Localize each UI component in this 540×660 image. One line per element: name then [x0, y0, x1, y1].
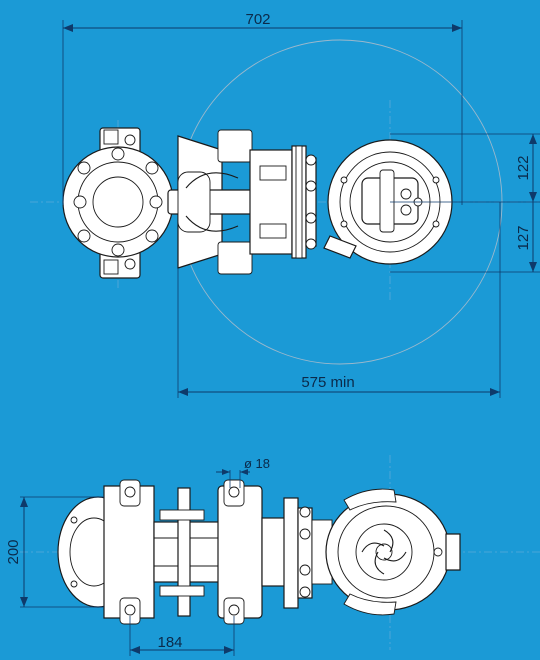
bolt-spacing-label: 184 [157, 634, 182, 651]
inlet-flange-side [57, 479, 155, 625]
overall-width-label: 702 [245, 11, 270, 28]
top-view: 702 575 min 122 127 [30, 11, 540, 398]
lower-offset-label: 127 [515, 225, 532, 250]
pump-volute-side [325, 488, 461, 616]
dimension-bolt-spacing: 184 [129, 616, 235, 656]
coupling-side [261, 497, 333, 609]
coupling-top [249, 145, 317, 259]
side-view: ø 18 200 184 [5, 455, 540, 656]
hole-diameter-label: ø 18 [244, 456, 270, 471]
dimension-offsets: 122 127 [390, 133, 540, 273]
bracket-side [217, 479, 263, 625]
dimension-hole-diameter: ø 18 [216, 456, 270, 488]
min-distance-label: 575 min [301, 374, 354, 391]
inlet-flange-top [62, 127, 174, 279]
dimension-min-distance: 575 min [177, 202, 501, 398]
height-label: 200 [5, 539, 22, 564]
dimension-overall-width: 702 [62, 11, 463, 205]
upper-offset-label: 122 [515, 155, 532, 180]
dimension-height: 200 [5, 496, 104, 608]
